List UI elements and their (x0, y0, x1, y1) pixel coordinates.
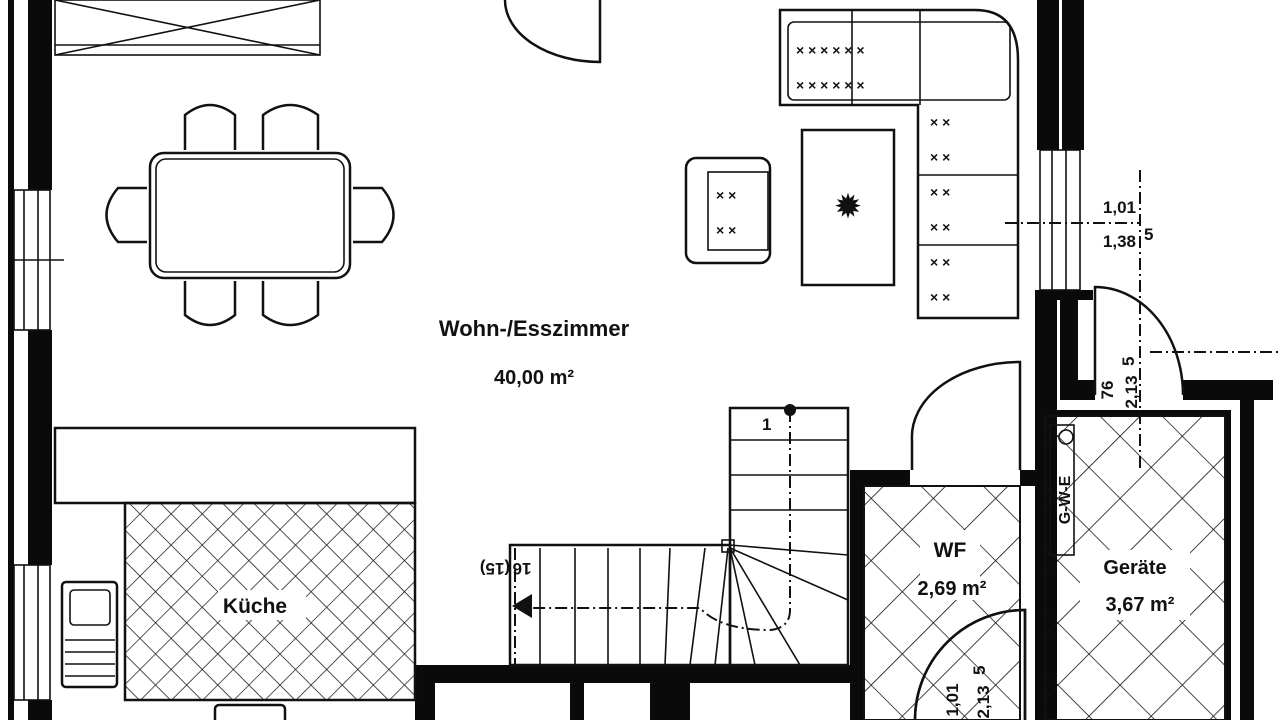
stair-count-label: (15) (480, 559, 510, 578)
wc-name: WF (934, 539, 967, 562)
window-width-dim: 1,01 (1103, 198, 1136, 217)
windows (13, 0, 1081, 701)
utility-area: 3,67 m² (1106, 594, 1175, 616)
wc-door-width-dim: 1,01 (943, 683, 962, 716)
wc-area: 2,69 m² (918, 578, 987, 600)
kitchen-name: Küche (223, 595, 287, 618)
svg-text:× ×: × × (716, 222, 736, 238)
gwe-label: G-W-E (1057, 475, 1074, 524)
svg-text:× ×: × × (930, 184, 950, 200)
utility-door-height-dim: 2,13 (1122, 375, 1141, 408)
stair-top-label: 1 (762, 415, 771, 434)
svg-text:× × × × × ×: × × × × × × (796, 77, 865, 93)
svg-text:× ×: × × (930, 254, 950, 270)
wc-door-height-sup: 5 (970, 666, 989, 675)
coffee-table: ✹ (800, 128, 896, 287)
svg-text:× × × × × ×: × × × × × × (796, 42, 865, 58)
stair-step-label: 16 (513, 559, 532, 578)
living-room-name: Wohn-/Esszimmer (439, 316, 630, 341)
kitchen (53, 426, 417, 720)
svg-text:× ×: × × (716, 187, 736, 203)
window-height-dim: 1,38 (1103, 232, 1136, 251)
wc-door-height-dim: 2,13 (974, 685, 993, 718)
sink (60, 580, 119, 689)
window-height-sup: 5 (1144, 225, 1153, 244)
living-room-area: 40,00 m² (494, 367, 574, 389)
dining-set (105, 103, 395, 327)
wc-tiles (863, 485, 1021, 720)
svg-text:× ×: × × (930, 149, 950, 165)
svg-text:× ×: × × (930, 289, 950, 305)
arrow-icon (512, 594, 532, 618)
armchair: × × × × (684, 156, 772, 265)
corner-sofa: × × × × × × × × × × × × × × × × × × × × × ×… (778, 8, 1020, 320)
utility-door-height-sup: 5 (1119, 357, 1138, 366)
svg-text:× ×: × × (930, 114, 950, 130)
staircase: 1 (15) 16 (480, 404, 850, 667)
flower-icon: ✹ (834, 189, 863, 226)
svg-text:× ×: × × (930, 219, 950, 235)
utility-name: Geräte (1103, 557, 1166, 579)
utility-door-width-dim: 76 (1098, 381, 1117, 400)
